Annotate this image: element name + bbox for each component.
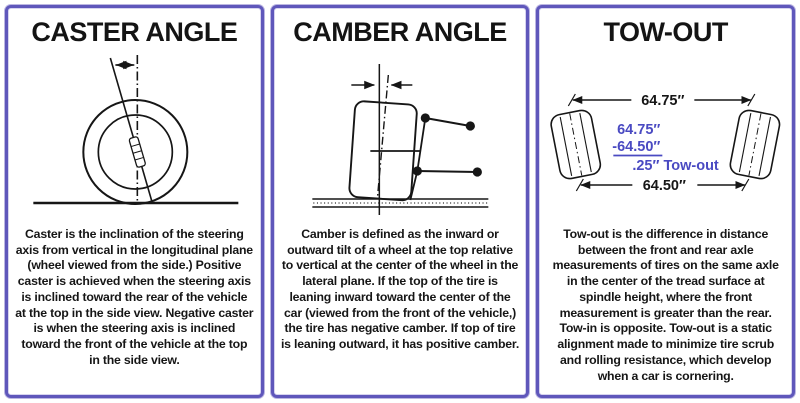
camber-angle-diagram [312,64,489,215]
lower-arm-link [416,170,478,173]
lower-ball-joint [412,166,422,176]
panel-tow-out: TOW-OUT 64.75″ [536,5,796,398]
left-tire-tread-line [579,113,593,173]
left-tire-centerline [569,113,583,176]
calc-subtrahend: -64.50″ [613,139,661,155]
right-tire-centerline [748,113,762,176]
upper-arm-pivot [465,121,475,131]
camber-panel-title: CAMBER ANGLE [293,17,507,47]
kingpin-axis-line [409,117,426,201]
upper-ball-joint [420,113,430,123]
tow-out-diagram: 64.75″ 64.50″ 64.75″ -64.50″ .25″ Tow-ou… [550,93,781,194]
ground-strip [312,198,489,208]
steering-axis-line [109,57,154,204]
caster-angle-diagram [33,55,239,205]
left-tire-outline [550,109,602,180]
dimension-tick [568,93,577,107]
tire-outer-circle [82,99,189,205]
panel-caster-angle: CASTER ANGLE Caster is the inclination o [5,5,264,398]
tow-out-description: Tow-out is the difference in distance be… [552,227,779,383]
lower-arm-pivot [472,167,482,177]
tow-out-panel-title: TOW-OUT [603,17,728,47]
kingpin-hash [130,143,140,148]
rear-track-dimension: 64.50″ [576,178,750,194]
kingpin-hash [132,150,142,154]
upper-control-arm [420,113,475,131]
right-tire-outline [729,109,781,180]
kingpin [128,136,146,168]
panel-camber-angle: CAMBER ANGLE [270,5,530,398]
caster-panel-title: CASTER ANGLE [31,17,238,47]
calc-minuend: 64.75″ [617,122,660,138]
right-tire [729,109,781,180]
caster-description: Caster is the inclination of the steerin… [15,227,254,367]
front-track-dimension: 64.75″ [568,93,756,109]
tow-out-calculation: 64.75″ -64.50″ .25″ Tow-out [613,122,720,174]
dimension-tick [747,93,756,107]
wheel-centerline [376,74,389,200]
rear-track-label: 64.50″ [643,178,686,194]
left-tire-tread-line [559,116,573,176]
left-tire [550,109,602,180]
camber-description: Camber is defined as the inward or outwa… [280,227,520,352]
kingpin-hash [134,156,144,161]
dimension-tick [741,178,750,192]
dimension-tick [576,178,585,192]
right-tire-tread-line [758,116,772,176]
wheel-inner-circle [97,114,174,190]
calc-result: .25″ Tow-out [633,158,720,174]
upper-arm-link [424,117,471,127]
right-tire-tread-line [739,113,752,173]
front-track-label: 64.75″ [642,93,685,109]
lower-control-arm [412,166,482,177]
